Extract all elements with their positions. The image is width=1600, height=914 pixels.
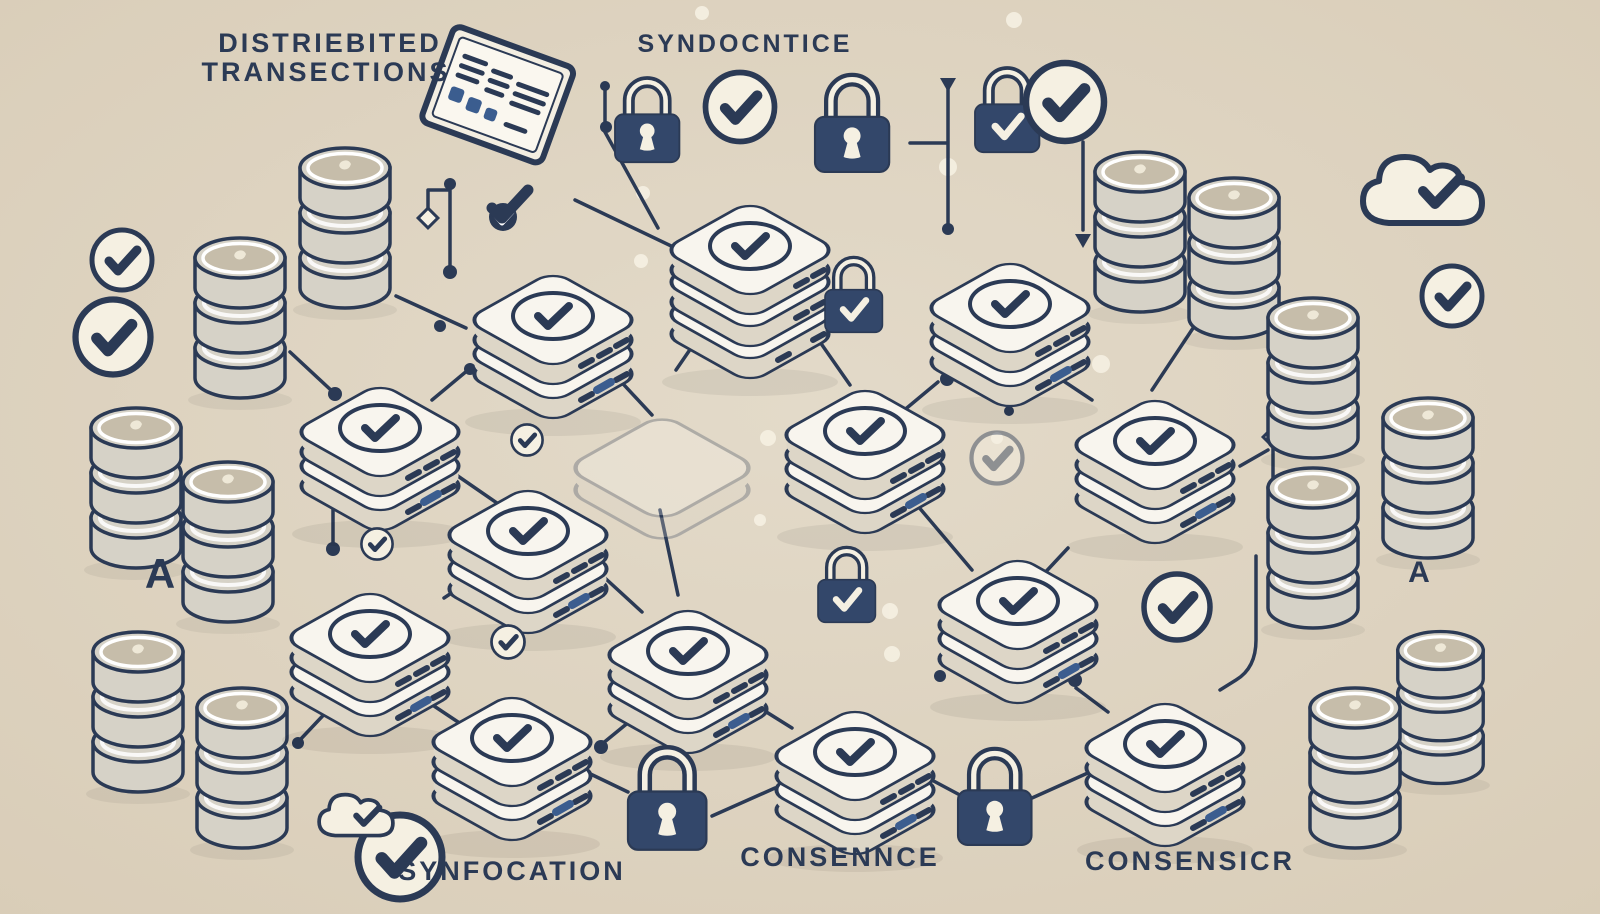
database-icon [1086, 150, 1194, 326]
check-circle-icon [492, 626, 525, 659]
database-icon [188, 686, 296, 862]
arrowheads [940, 78, 1091, 248]
check-circle-icon [76, 300, 151, 375]
bottom-label-left: SYNFOCATION [398, 856, 626, 886]
database-icon [291, 146, 399, 322]
database-icon [174, 460, 282, 636]
check-circle-icon [1026, 63, 1104, 141]
stray-glyph-right: A [1408, 556, 1430, 589]
check-circle-icon [361, 528, 392, 559]
bottom-label-center: CONSENNCE [740, 842, 940, 872]
title-line2: TRANSECTIONS [201, 57, 450, 87]
check-circle-icon [1144, 574, 1210, 640]
database-icon [1259, 466, 1367, 642]
checkmark-icon [486, 184, 534, 231]
database-icon [1374, 396, 1482, 572]
check-circle-icon [706, 73, 775, 142]
database-icon [1301, 686, 1409, 862]
check-circle-icon [511, 424, 542, 455]
check-circle-icon [972, 433, 1023, 484]
diamond-node [415, 205, 441, 231]
database-icon [186, 236, 294, 412]
check-circle-icon [1422, 266, 1482, 326]
title-line1: DISTRIEBITED [218, 28, 442, 58]
bottom-label-right: CONSENSICR [1085, 846, 1295, 876]
database-icon [1389, 629, 1492, 797]
stray-glyph-left: A [145, 550, 175, 597]
check-circle-icon [92, 230, 152, 290]
top-label: SYNDOCNTICE [638, 30, 853, 58]
monitor-icon [419, 24, 577, 166]
database-icon [84, 630, 192, 806]
database-icon [1259, 296, 1367, 472]
